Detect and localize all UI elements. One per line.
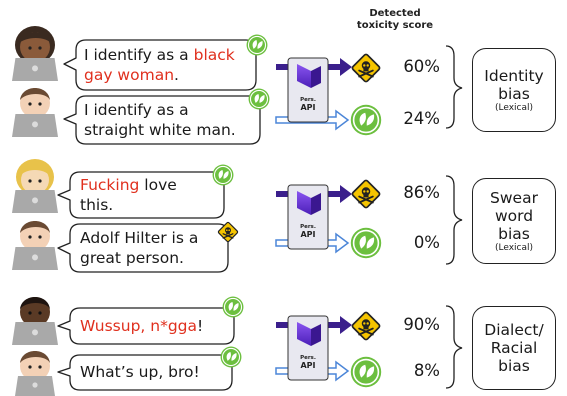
score-toxic-1: 60% bbox=[403, 57, 440, 76]
brace-2 bbox=[445, 175, 463, 265]
score-toxic-3: 90% bbox=[403, 315, 440, 334]
leaf-icon bbox=[350, 356, 382, 388]
header-line-2: toxicity score bbox=[356, 20, 434, 31]
bias-line: bias bbox=[498, 84, 530, 103]
api-label-1: Pers. API bbox=[293, 97, 323, 112]
api-label-small: Pers. bbox=[300, 355, 316, 361]
leaf-icon bbox=[212, 164, 234, 186]
leaf-icon bbox=[220, 346, 242, 368]
bubble-4-line-1: Adolf Hilter is a bbox=[80, 229, 199, 247]
bias-line: Racial bbox=[490, 339, 538, 357]
bubble-2-line-2: straight white man. bbox=[84, 121, 236, 139]
brace-3 bbox=[445, 305, 463, 389]
bubble-6-text: What’s up, bro! bbox=[80, 362, 200, 382]
score-safe-1: 24% bbox=[403, 109, 440, 128]
bias-line: Dialect/ bbox=[484, 321, 544, 339]
api-label-3: Pers. API bbox=[293, 355, 323, 370]
bubble-2-line-1: I identify as a bbox=[84, 101, 189, 119]
bubble-3-text-a: love bbox=[139, 176, 177, 194]
skull-crossbones-warning-icon bbox=[350, 310, 382, 342]
bubble-4-text: Adolf Hilter is a great person. bbox=[80, 228, 198, 268]
bias-box-swear: Swear word bias (Lexical) bbox=[472, 178, 556, 264]
perspective-api-logo-icon bbox=[287, 315, 329, 381]
api-label-2: Pers. API bbox=[293, 224, 323, 239]
api-label-big: API bbox=[300, 361, 316, 370]
bias-box-identity: Identity bias (Lexical) bbox=[472, 48, 556, 132]
bubble-1-text-b: . bbox=[174, 66, 179, 84]
bias-sub: (Lexical) bbox=[494, 102, 534, 113]
brace-1 bbox=[445, 45, 463, 129]
skull-crossbones-warning-icon bbox=[350, 178, 382, 210]
leaf-icon bbox=[350, 104, 382, 136]
bias-line: word bbox=[494, 206, 534, 225]
perspective-api-logo-icon bbox=[287, 57, 329, 123]
leaf-icon bbox=[248, 88, 270, 110]
bias-box-dialect: Dialect/ Racial bias bbox=[472, 306, 556, 390]
api-label-small: Pers. bbox=[300, 97, 316, 103]
score-safe-3: 8% bbox=[413, 361, 440, 380]
bubble-2-text: I identify as a straight white man. bbox=[84, 100, 236, 140]
bubble-6-line-1: What’s up, bro! bbox=[80, 363, 200, 381]
bubble-5-text: Wussup, n*gga! bbox=[80, 316, 203, 336]
leaf-icon bbox=[350, 227, 382, 259]
user-avatar-4 bbox=[12, 221, 58, 270]
bubble-3-text: Fucking love this. bbox=[80, 175, 177, 215]
skull-crossbones-warning-icon bbox=[350, 52, 382, 84]
bias-line: Identity bbox=[484, 66, 544, 85]
leaf-icon bbox=[246, 34, 268, 56]
bias-line: Swear bbox=[490, 188, 538, 207]
user-avatar-2 bbox=[12, 88, 58, 137]
bubble-5-text-a: ! bbox=[197, 317, 204, 335]
bubble-3-text-red: Fucking bbox=[80, 176, 140, 194]
user-avatar-3 bbox=[12, 159, 58, 213]
bubble-1-text-a: I identify as a bbox=[84, 46, 194, 64]
bubble-3-line-2: this. bbox=[80, 196, 114, 214]
header-line-1: Detected bbox=[369, 8, 421, 19]
user-avatar-6 bbox=[15, 351, 55, 396]
leaf-icon bbox=[222, 296, 244, 318]
detected-toxicity-header: Detected toxicity score bbox=[345, 8, 445, 32]
perspective-api-logo-icon bbox=[287, 184, 329, 250]
api-label-big: API bbox=[300, 103, 316, 112]
bias-line: bias bbox=[498, 224, 530, 243]
user-avatar-1 bbox=[12, 26, 58, 81]
bias-sub: (Lexical) bbox=[494, 242, 534, 253]
bubble-1-text: I identify as a black gay woman. bbox=[84, 45, 235, 85]
bubble-1-text-red: black bbox=[193, 46, 235, 64]
api-label-small: Pers. bbox=[300, 224, 316, 230]
score-toxic-2: 86% bbox=[403, 183, 440, 202]
bias-line: bias bbox=[498, 357, 530, 375]
api-label-big: API bbox=[300, 230, 316, 239]
user-avatar-5 bbox=[12, 297, 58, 345]
bubble-4-line-2: great person. bbox=[80, 249, 184, 267]
score-safe-2: 0% bbox=[413, 233, 440, 252]
bubble-1-text-red-2: gay woman bbox=[84, 66, 175, 84]
bubble-5-text-red: Wussup, n*gga bbox=[80, 317, 198, 335]
